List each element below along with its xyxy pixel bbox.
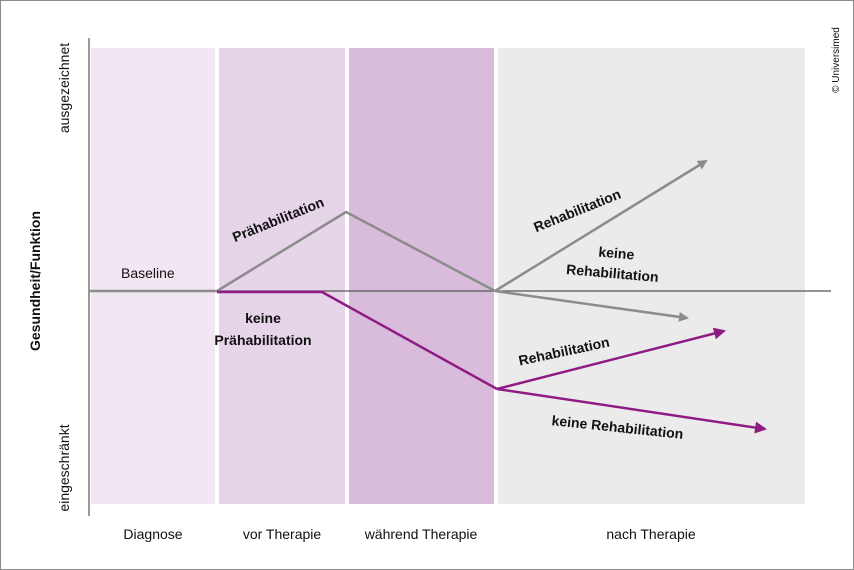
grey-no-rehab-label-line1: keine [598,243,635,262]
phase-band-waehrend-therapie [349,48,494,504]
no-prehab-curve [217,290,498,391]
copyright-label: © Universimed [831,27,842,93]
no-prehab-label-line1: keine [245,310,281,326]
phase-label-vor-therapie: vor Therapie [243,526,322,542]
phase-band-vor-therapie [219,48,345,504]
y-axis-title: Gesundheit/Funktion [27,211,43,351]
baseline-label: Baseline [121,265,175,281]
no-prehab-label-line2: Prähabilitation [214,332,311,348]
purple-no-rehab-arrow [496,387,767,434]
y-axis-top-label: ausgezeichnet [56,43,72,133]
y-axis-bottom-label: eingeschränkt [56,424,72,511]
phase-label-diagnose: Diagnose [123,526,182,542]
grey-no-rehab-arrow [494,289,689,322]
grey-rehab-arrow [494,159,708,293]
purple-rehab-arrow [496,327,726,391]
prehab-curve [216,210,496,293]
phase-label-waehrend-therapie: während Therapie [364,526,478,542]
phase-band-diagnose [91,48,215,504]
phase-label-nach-therapie: nach Therapie [606,526,695,542]
